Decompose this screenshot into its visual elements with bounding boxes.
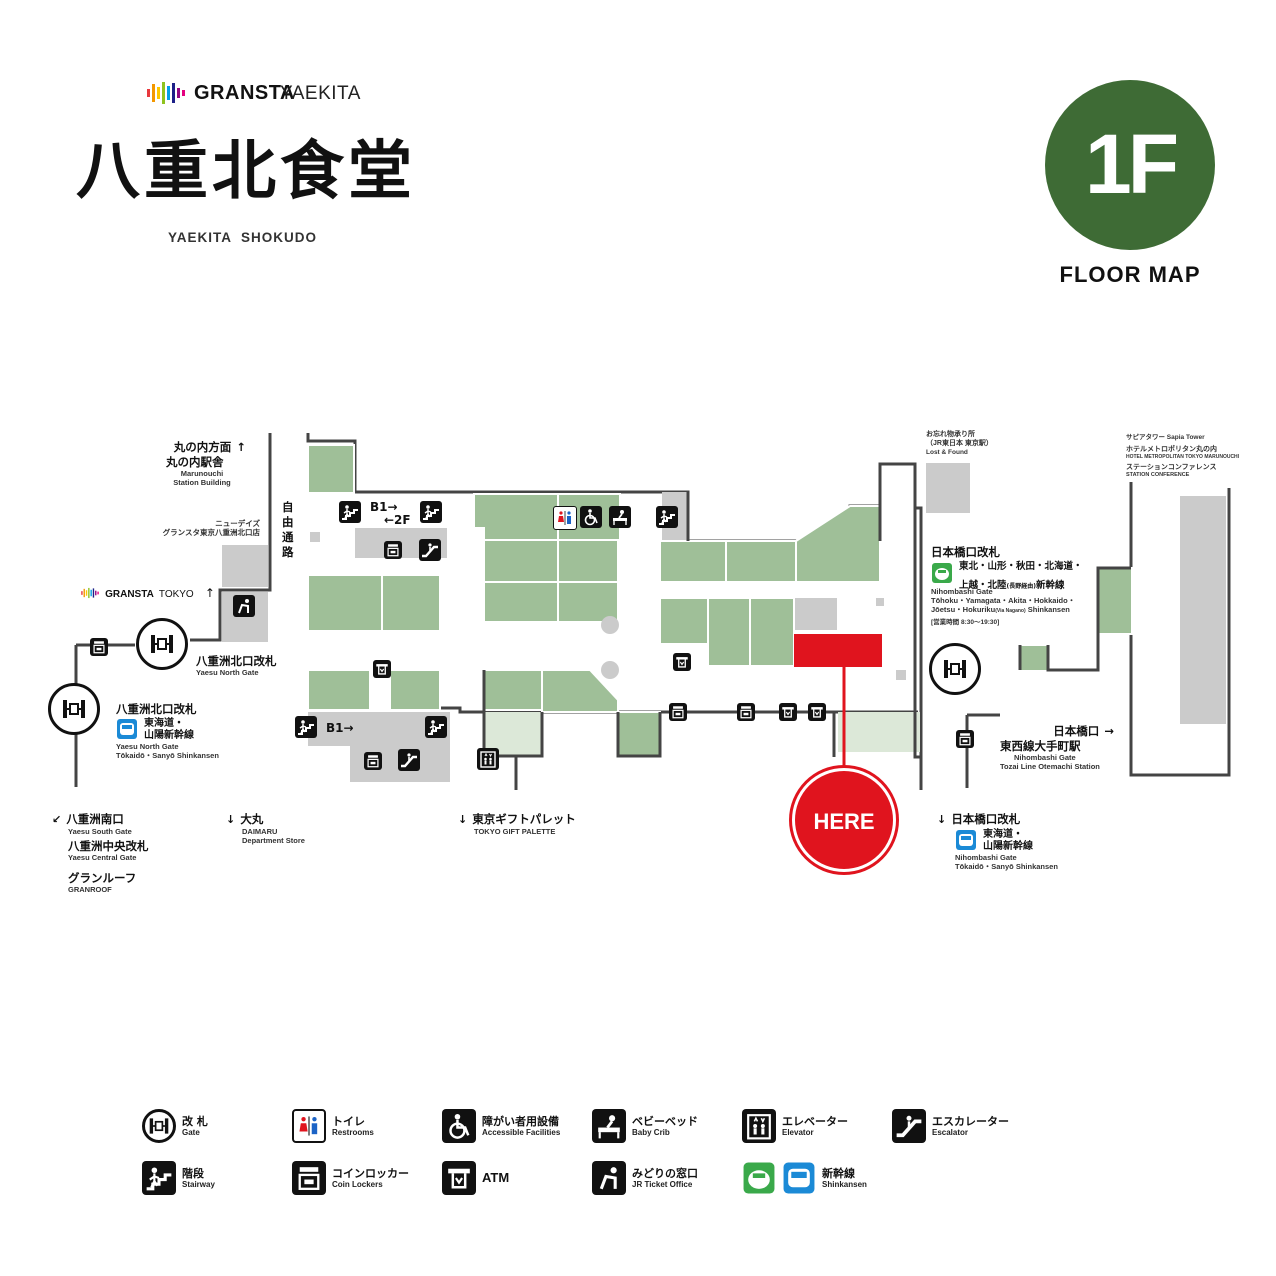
granroof-label: グランルーフ GRANROOF [68, 871, 137, 894]
atm-icon [673, 653, 691, 671]
escalator-icon [398, 749, 420, 771]
floor-number: 1F [1084, 117, 1179, 211]
daimaru-label: ↓ 大丸 DAIMARU Department Store [226, 812, 305, 845]
shinkansen-icon [116, 718, 138, 740]
current-shop-highlight [794, 634, 882, 667]
column [601, 661, 619, 679]
column [601, 616, 619, 634]
ticket-office-icon [233, 595, 255, 617]
yaesu-north-gate-1-label: 八重洲北口改札 Yaesu North Gate [196, 654, 277, 677]
newdays-label: ニューデイズ グランスタ東京八重洲北口店 [162, 519, 260, 537]
coin-locker-icon [90, 638, 108, 656]
coin-locker-icon [737, 703, 755, 721]
restroom-icon [553, 506, 577, 530]
stairway-icon [295, 716, 317, 738]
floor-caption: FLOOR MAP [1059, 262, 1201, 287]
brand-name-b: YAEKITA [280, 83, 361, 104]
gransta-logo-mark-icon [147, 82, 185, 104]
jiyu-tsuro-label: 自由通路 [282, 500, 294, 559]
coin-locker-icon [364, 752, 382, 770]
atm-icon [373, 660, 391, 678]
sapia-tower-label: サピアタワー Sapia Tower ホテルメトロポリタン丸の内 HOTEL M… [1126, 434, 1240, 478]
accessible-icon [580, 506, 602, 528]
here-marker: HERE [792, 768, 896, 872]
gate-icon [48, 683, 100, 735]
gate-icon [929, 643, 981, 695]
page-subtitle: YAEKITA SHOKUDO [168, 230, 318, 245]
gate-icon [136, 618, 188, 670]
yaesu-central-label: 八重洲中央改札 Yaesu Central Gate [68, 839, 149, 862]
escalator-icon [419, 539, 441, 561]
baby-crib-icon [609, 506, 631, 528]
atm-icon [808, 703, 826, 721]
stairway-icon [656, 506, 678, 528]
shop-blocks-light [484, 712, 920, 756]
stairway-icon [420, 501, 442, 523]
stairway-icon [425, 716, 447, 738]
brand-logo: GRANSTA YAEKITA [146, 80, 360, 106]
yaesu-north-gate-2-label: 八重洲北口改札 東海道・ 山陽新幹線 Yaesu North Gate Tōka… [116, 702, 219, 760]
lost-found-label: お忘れ物承り所 （JR東日本 東京駅） Lost & Found [926, 431, 993, 456]
b1-up-label: B1→ [370, 500, 398, 514]
stairway-icon [339, 501, 361, 523]
shinkansen-icon [955, 829, 977, 851]
nihombashi-gate-top-label: 日本橋口改札 東北・山形・秋田・北海道・ 上越・北陸(長野経由)新幹線 Niho… [931, 545, 1083, 626]
here-label: HERE [813, 809, 875, 834]
shop-blocks [307, 444, 1133, 757]
marunouchi-label: 丸の内方面 ↑ 丸の内駅舎 Marunouchi Station Buildin… [166, 440, 246, 487]
gransta-tokyo-label: GRANSTA TOKYO ↑ [80, 582, 215, 601]
coin-locker-icon [384, 541, 402, 559]
shinkansen-icon [931, 562, 953, 584]
atm-icon [779, 703, 797, 721]
nihombashi-exit-label: 日本橋口 → 東西線大手町駅 Nihombashi Gate Tozai Lin… [1000, 724, 1114, 771]
gransta-logo-mark-icon [81, 587, 99, 598]
tokyo-gift-palette-label: ↓ 東京ギフトパレット TOKYO GIFT PALETTE [458, 812, 576, 836]
2f-down-label: ←2F [384, 513, 411, 527]
floor-badge: 1F [1045, 80, 1215, 250]
brand-name-a: GRANSTA [194, 82, 295, 104]
coin-locker-icon [669, 703, 687, 721]
coin-locker-icon [956, 730, 974, 748]
yaesu-south-label: ↙ 八重洲南口 Yaesu South Gate [52, 812, 132, 836]
b1-lower-label: B1→ [326, 721, 354, 735]
page-title: 八重北食堂 [76, 134, 416, 209]
elevator-icon [477, 748, 499, 770]
nihombashi-gate-bottom-label: ↓ 日本橋口改札 東海道・ 山陽新幹線 Nihombashi Gate Tōka… [937, 812, 1058, 871]
